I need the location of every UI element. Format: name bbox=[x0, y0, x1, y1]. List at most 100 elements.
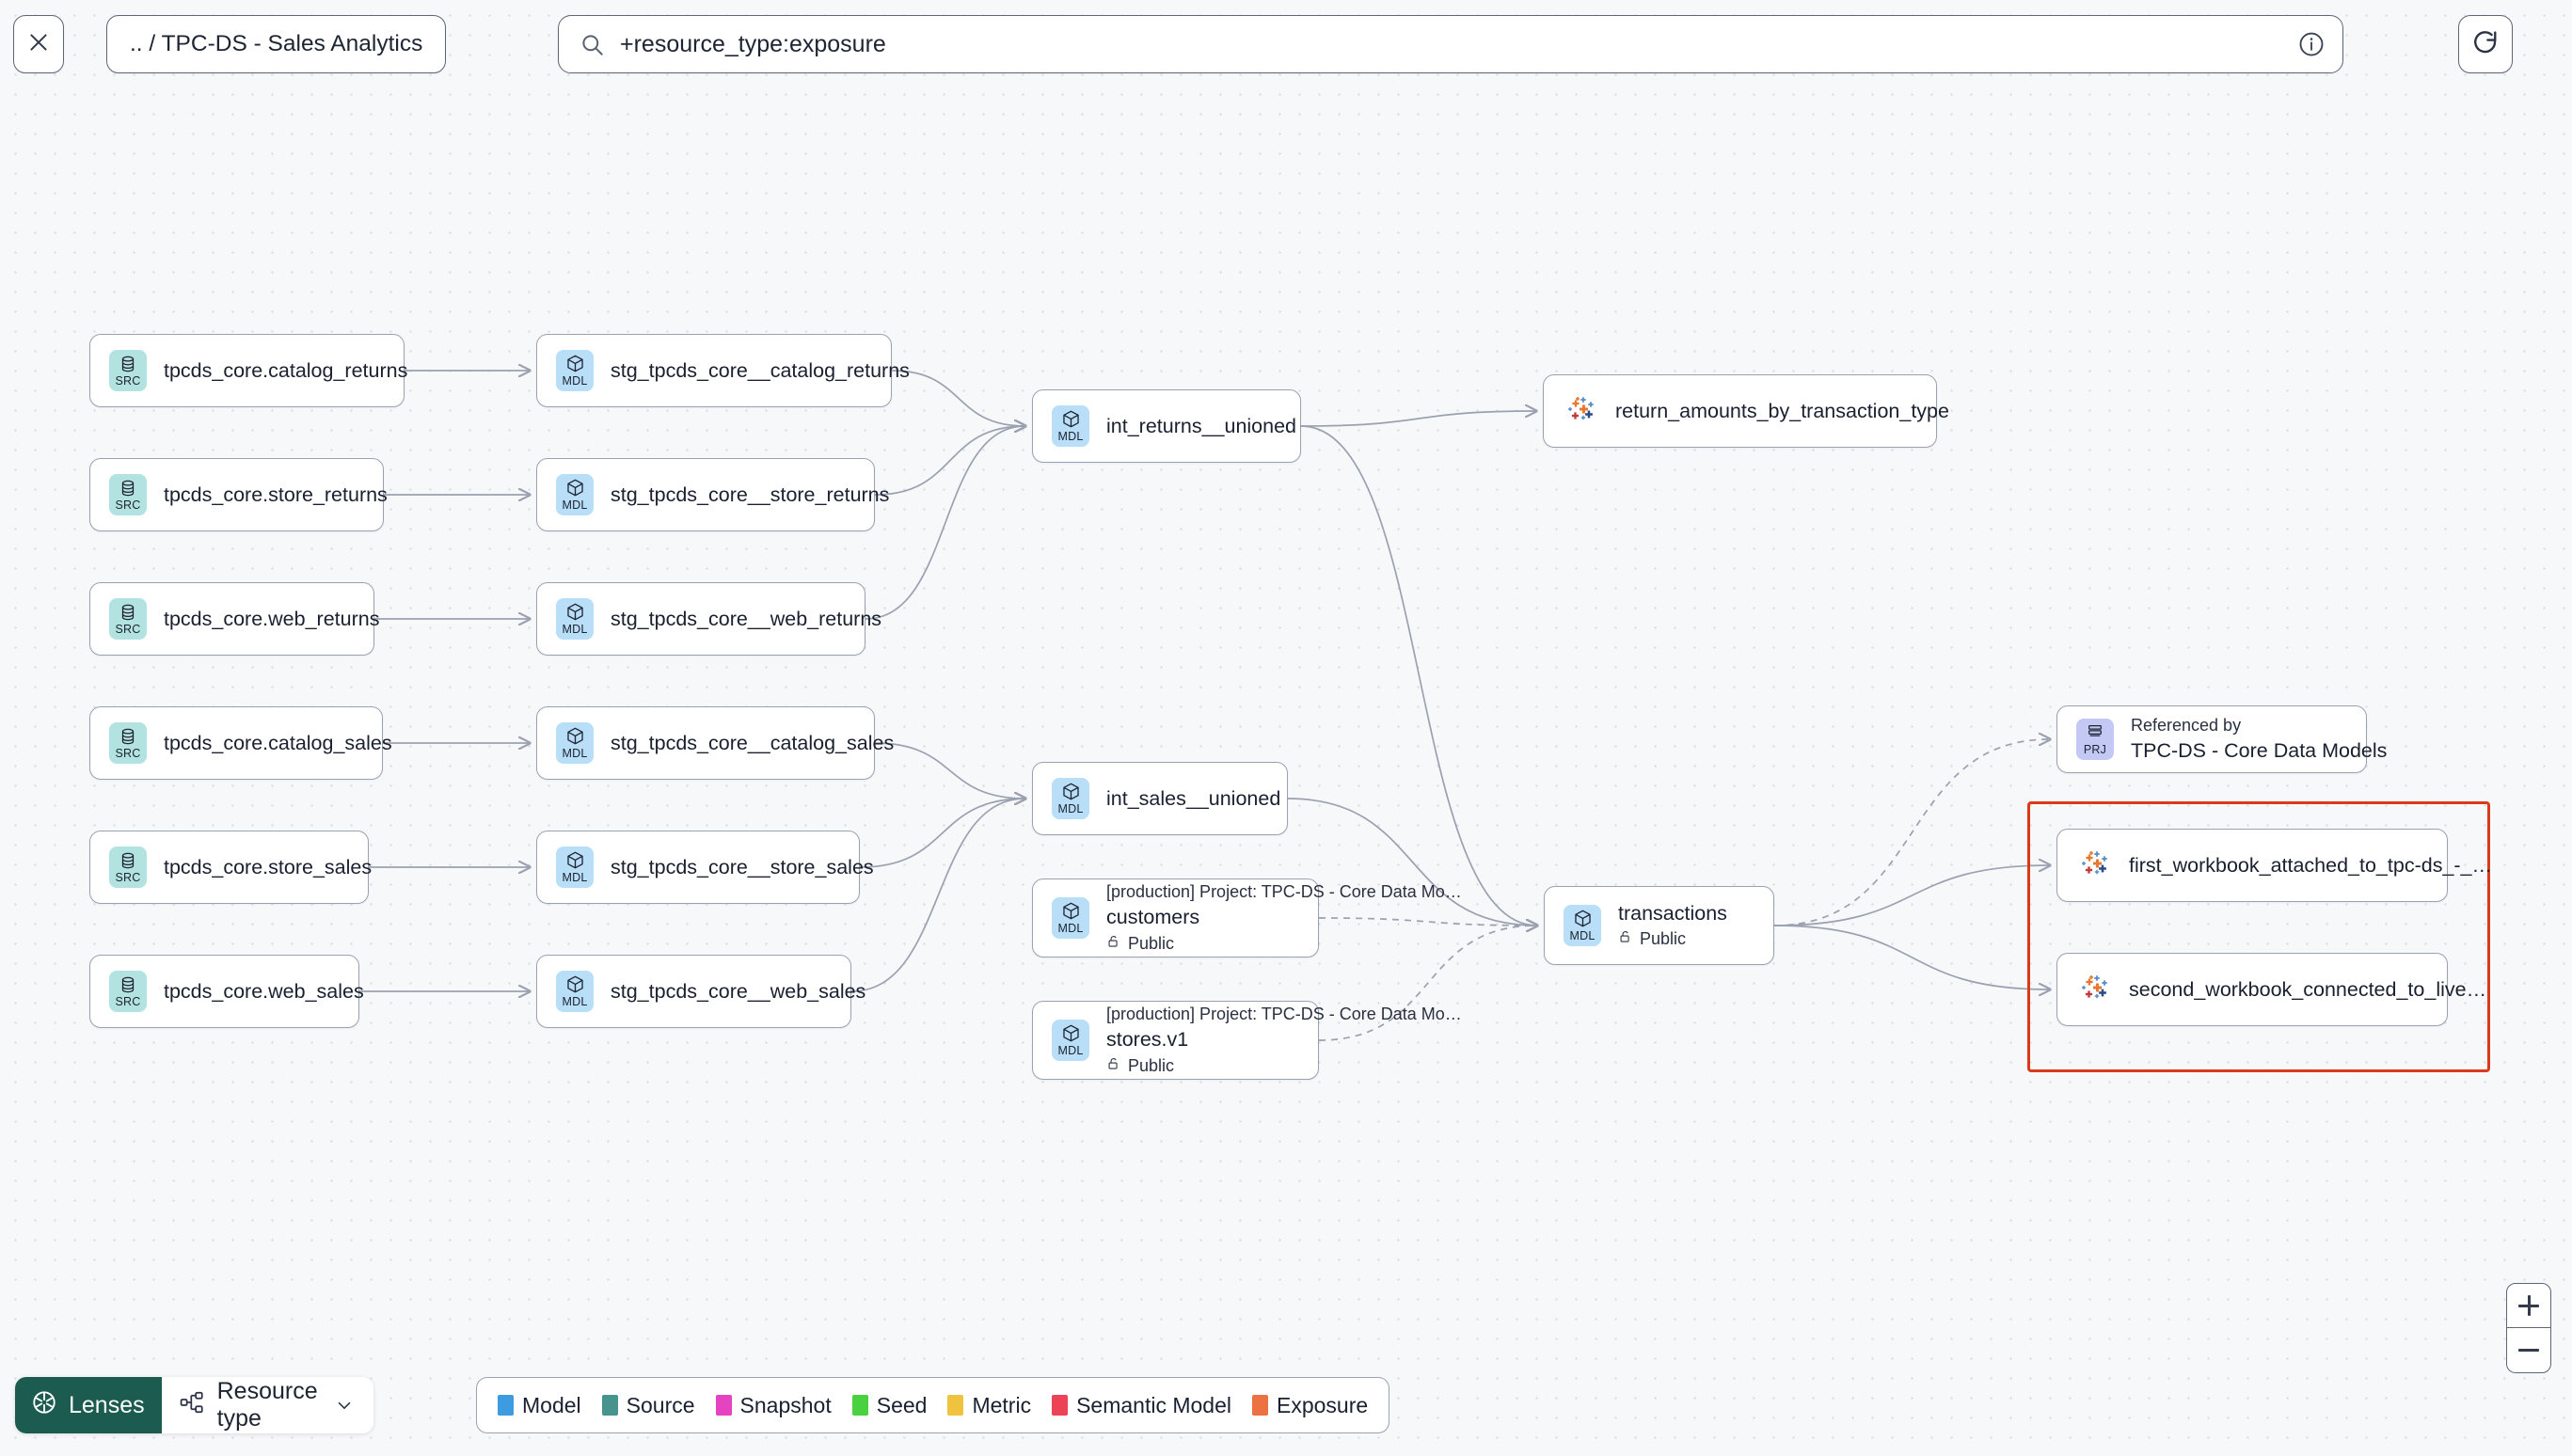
node-name: stg_tpcds_core__store_sales bbox=[611, 855, 874, 878]
legend-swatch bbox=[715, 1395, 732, 1416]
legend-swatch bbox=[1052, 1395, 1069, 1416]
close-button[interactable] bbox=[13, 15, 64, 73]
badge-label: SRC bbox=[115, 994, 141, 1008]
node-name: return_amounts_by_transaction_type bbox=[1615, 399, 1949, 422]
legend-item-exposure[interactable]: Exposure bbox=[1252, 1393, 1368, 1418]
legend-item-snapshot[interactable]: Snapshot bbox=[715, 1393, 832, 1418]
cube-icon bbox=[565, 850, 585, 870]
legend-item-source[interactable]: Source bbox=[601, 1393, 695, 1418]
tableau-icon bbox=[2076, 972, 2112, 1007]
node-name: customers bbox=[1106, 906, 1200, 929]
graph-node-mdl-stores-v1[interactable]: MDL[production] Project: TPC-DS - Core D… bbox=[1032, 1001, 1462, 1080]
node-project: [production] Project: TPC-DS - Core Data… bbox=[1106, 882, 1462, 902]
legend-item-semantic-model[interactable]: Semantic Model bbox=[1052, 1393, 1231, 1418]
badge-label: MDL bbox=[1057, 922, 1084, 936]
graph-node-src-web-sales[interactable]: SRC tpcds_core.web_sales bbox=[89, 955, 364, 1028]
node-labels: stg_tpcds_core__web_returns bbox=[611, 606, 882, 632]
graph-node-mdl-int-returns-unioned[interactable]: MDL int_returns__unioned bbox=[1032, 389, 1301, 463]
badge-label: MDL bbox=[562, 747, 588, 761]
node-labels: stg_tpcds_core__catalog_sales bbox=[611, 730, 894, 756]
node-labels: int_sales__unioned bbox=[1106, 785, 1287, 812]
cube-icon bbox=[565, 974, 585, 994]
node-name: stg_tpcds_core__store_returns bbox=[611, 483, 890, 506]
node-name: int_returns__unioned bbox=[1106, 414, 1297, 437]
graph-node-mdl-int-sales-unioned[interactable]: MDL int_sales__unioned bbox=[1032, 762, 1288, 835]
node-type-badge-mdl: MDL bbox=[556, 474, 594, 515]
legend-swatch bbox=[947, 1395, 964, 1416]
node-privacy-label: Public bbox=[1128, 1055, 1175, 1075]
database-icon bbox=[119, 479, 137, 498]
cube-icon bbox=[1061, 901, 1081, 921]
database-icon bbox=[119, 851, 137, 870]
graph-node-exp-second-workbook[interactable]: second_workbook_connected_to_live… bbox=[2056, 953, 2486, 1026]
node-labels: first_workbook_attached_to_tpc-ds_-_… bbox=[2129, 852, 2493, 878]
node-labels: Referenced by TPC-DS - Core Data Models bbox=[2131, 714, 2388, 764]
node-name: tpcds_core.web_returns bbox=[164, 607, 380, 630]
node-type-badge-mdl: MDL bbox=[1052, 405, 1089, 447]
lenses-button[interactable]: Lenses bbox=[15, 1377, 162, 1433]
graph-node-src-web-returns[interactable]: SRC tpcds_core.web_returns bbox=[89, 582, 380, 656]
search-icon bbox=[579, 32, 605, 57]
search-input[interactable]: +resource_type:exposure bbox=[558, 15, 2343, 73]
edge-mdl-stg-web-returns-to-mdl-int-returns-unioned bbox=[865, 426, 1025, 620]
badge-label: MDL bbox=[562, 374, 588, 388]
legend-item-model[interactable]: Model bbox=[498, 1393, 581, 1418]
info-circle-icon[interactable] bbox=[2297, 30, 2326, 58]
node-type-badge-mdl: MDL bbox=[1052, 778, 1089, 819]
node-relation-label: Referenced by bbox=[2131, 716, 2242, 736]
cube-icon bbox=[565, 602, 585, 622]
refresh-button[interactable] bbox=[2458, 15, 2513, 73]
node-name: tpcds_core.web_sales bbox=[164, 979, 364, 1003]
graph-node-src-store-returns[interactable]: SRC tpcds_core.store_returns bbox=[89, 458, 388, 531]
chevron-down-icon bbox=[334, 1395, 355, 1416]
lenses-label: Lenses bbox=[69, 1391, 145, 1418]
legend-label: Exposure bbox=[1277, 1392, 1369, 1417]
node-labels: tpcds_core.web_sales bbox=[164, 978, 364, 1005]
breadcrumb[interactable]: .. / TPC-DS - Sales Analytics bbox=[106, 15, 447, 73]
hierarchy-icon bbox=[179, 1389, 205, 1422]
graph-node-exp-first-workbook[interactable]: first_workbook_attached_to_tpc-ds_-_… bbox=[2056, 829, 2493, 902]
badge-label: SRC bbox=[115, 622, 141, 636]
node-type-badge-src: SRC bbox=[109, 474, 147, 515]
graph-node-mdl-stg-catalog-sales[interactable]: MDL stg_tpcds_core__catalog_sales bbox=[536, 706, 894, 780]
legend-item-metric[interactable]: Metric bbox=[947, 1393, 1031, 1418]
edge-mdl-stg-store-returns-to-mdl-int-returns-unioned bbox=[874, 426, 1025, 496]
badge-label: SRC bbox=[115, 746, 141, 760]
legend-item-seed[interactable]: Seed bbox=[851, 1393, 927, 1418]
node-labels: stg_tpcds_core__web_sales bbox=[611, 978, 866, 1005]
resource-type-dropdown[interactable]: Resource type bbox=[161, 1377, 373, 1433]
zoom-out-button[interactable] bbox=[2507, 1328, 2550, 1372]
edge-mdl-transactions-to-exp-first-workbook bbox=[1773, 865, 2050, 926]
node-name: stg_tpcds_core__web_returns bbox=[611, 607, 882, 630]
node-privacy: Public bbox=[1106, 932, 1305, 956]
node-type-badge-mdl: MDL bbox=[1052, 897, 1089, 939]
node-name: tpcds_core.store_sales bbox=[164, 855, 373, 878]
legend-label: Model bbox=[522, 1392, 581, 1417]
node-name: stg_tpcds_core__web_sales bbox=[611, 979, 866, 1003]
graph-node-exp-return-amounts[interactable]: return_amounts_by_transaction_type bbox=[1543, 374, 1949, 448]
legend-label: Semantic Model bbox=[1076, 1392, 1231, 1417]
resource-type-legend: Model Source Snapshot Seed Metric Semantic Mo… bbox=[476, 1377, 1390, 1433]
node-name: TPC-DS - Core Data Models bbox=[2131, 739, 2388, 763]
legend-swatch bbox=[498, 1395, 514, 1416]
edge-mdl-transactions-to-prj-referenced-by bbox=[1773, 739, 2050, 926]
node-type-badge-mdl: MDL bbox=[556, 722, 594, 764]
zoom-in-button[interactable] bbox=[2507, 1284, 2550, 1328]
plus-icon bbox=[2518, 1295, 2539, 1316]
node-name: first_workbook_attached_to_tpc-ds_-_… bbox=[2129, 853, 2493, 877]
node-labels: tpcds_core.store_returns bbox=[164, 482, 388, 508]
resource-type-label: Resource type bbox=[216, 1378, 318, 1432]
graph-node-mdl-stg-store-returns[interactable]: MDL stg_tpcds_core__store_returns bbox=[536, 458, 890, 531]
graph-node-mdl-customers[interactable]: MDL [production] Project: TPC-DS - Core D… bbox=[1032, 878, 1462, 957]
